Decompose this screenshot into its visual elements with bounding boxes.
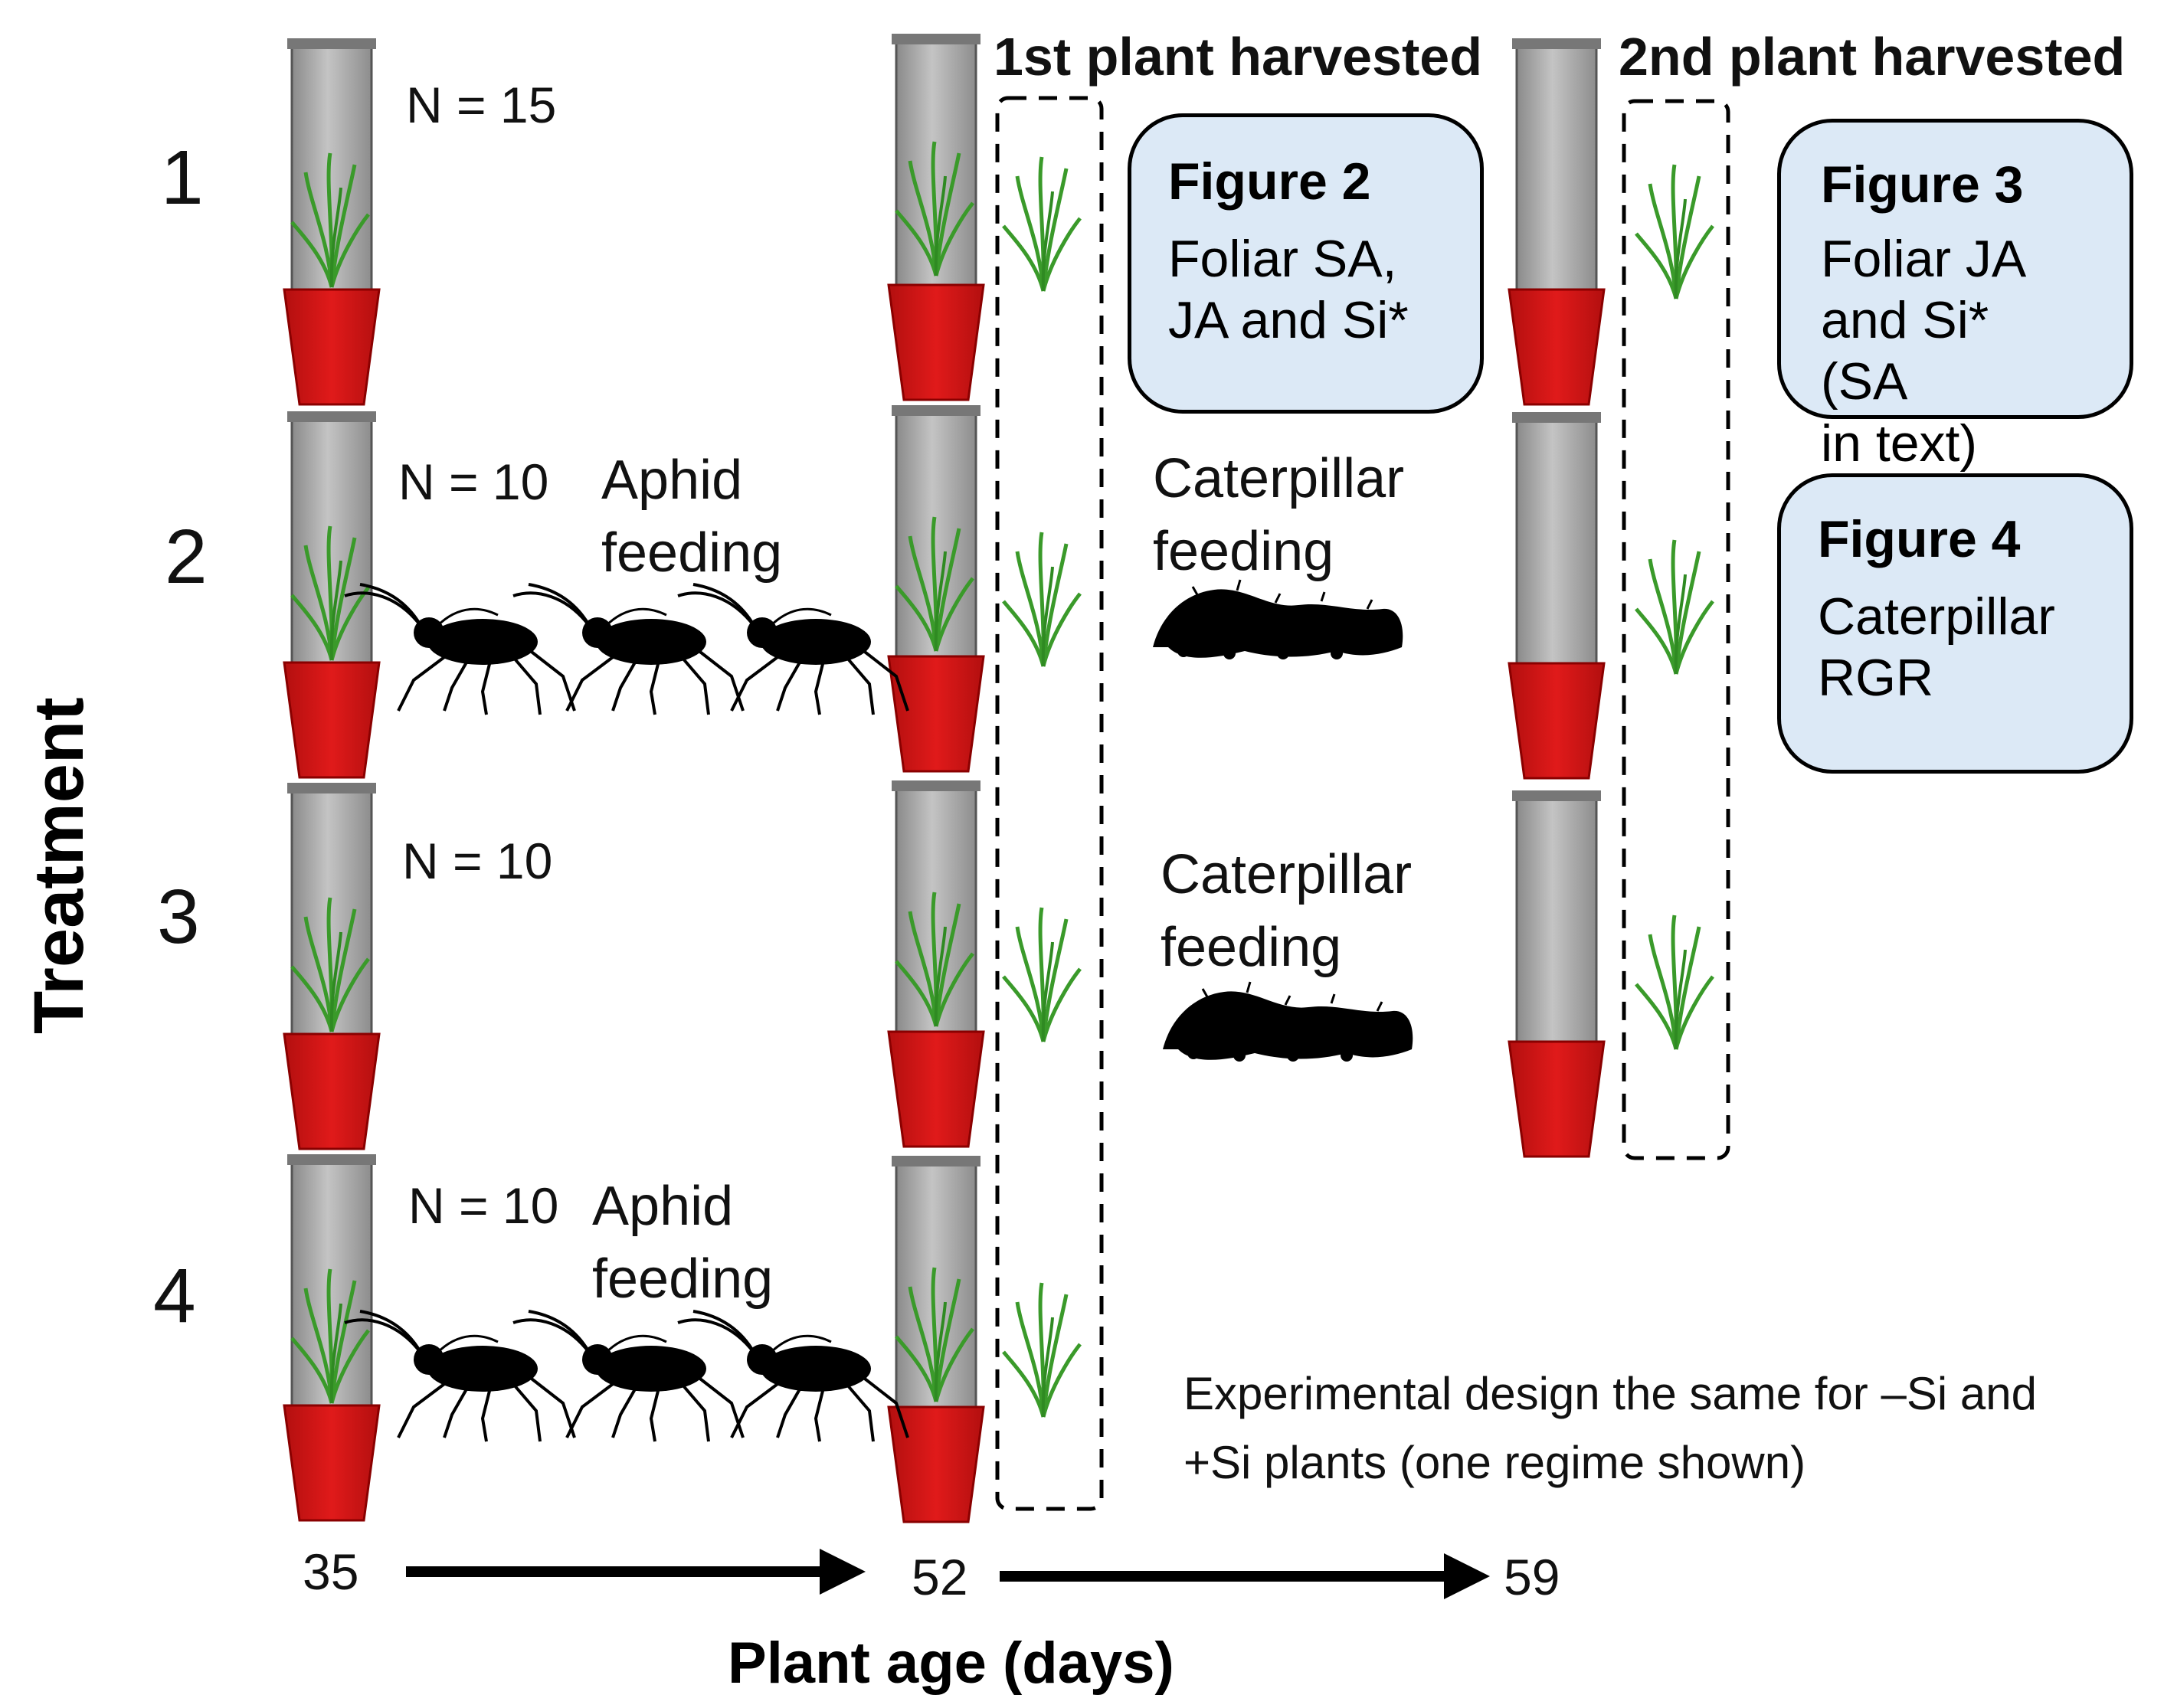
timeline-arrow-2 [1000,1553,1490,1599]
tube-t2-col3 [1508,411,1606,780]
figure-3-box: Figure 3 Foliar JA and Si* (SA in text) [1777,119,2133,473]
treatment-4-number: 4 [153,1253,196,1339]
tube-t4-col2 [887,1154,985,1523]
harvest-frame-2 [1622,99,1730,1160]
tube-t3-col1 [283,781,381,1150]
figure-2-box: Figure 2 Foliar SA, JA and Si* [1128,113,1484,414]
design-note: Experimental design the same for –Si and… [1183,1368,2037,1488]
tube-t3-col3 [1508,789,1606,1158]
age-label-35: 35 [303,1543,359,1600]
treatment-4-n: N = 10 [408,1177,559,1234]
figure-4-title: Figure 4 [1818,510,2021,568]
tube-t1-col1 [283,37,381,406]
tube-t3-col2 [887,779,985,1148]
age-label-52: 52 [912,1549,968,1605]
age-label-59: 59 [1504,1549,1560,1605]
treatment-2-number: 2 [165,514,208,600]
treatment-1-number: 1 [161,135,204,221]
tube-t4-col1 [283,1153,381,1522]
tube-t2-col2 [887,404,985,773]
treatment-2-n: N = 10 [398,453,549,510]
treatment-1-n: N = 15 [406,77,557,133]
x-axis-title: Plant age (days) [728,1631,1174,1696]
harvest-frame-1 [995,96,1104,1511]
figure-2-title: Figure 2 [1168,152,1371,211]
treatment-3-n: N = 10 [402,833,553,889]
figure-3-title: Figure 3 [1821,155,2024,214]
caterpillar-icon [1151,578,1414,1063]
treatment-3-number: 3 [157,874,200,960]
y-axis-title: Treatment [20,697,98,1034]
tube-t1-col2 [887,32,985,401]
header-second-harvest: 2nd plant harvested [1619,27,2126,87]
figure-4-box: Figure 4 Caterpillar RGR [1777,473,2133,774]
header-first-harvest: 1st plant harvested [994,27,1482,87]
tube-t1-col3 [1508,37,1606,406]
timeline-arrow-1 [406,1549,866,1595]
